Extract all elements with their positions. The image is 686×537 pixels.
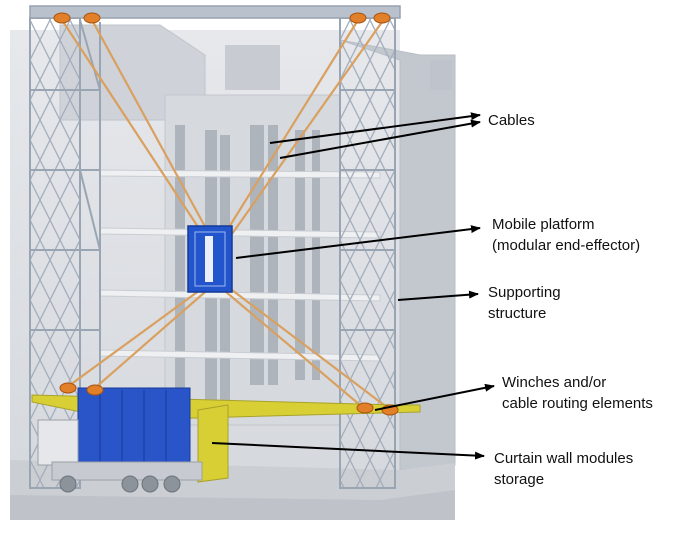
label-mobile-platform-line-2: (modular end-effector) bbox=[492, 237, 641, 254]
label-mobile-platform: Mobile platform (modular end-effector) bbox=[492, 214, 640, 256]
pointer-arrows bbox=[211, 112, 495, 460]
right-tower bbox=[339, 17, 396, 489]
label-curtain-wall-storage-line-1: Curtain wall modules bbox=[494, 450, 634, 467]
label-supporting-structure: Supporting structure bbox=[488, 282, 561, 324]
label-winches-line-2: cable routing elements bbox=[502, 395, 653, 412]
label-supporting-structure-line-2: structure bbox=[488, 305, 547, 322]
truck bbox=[37, 419, 203, 493]
mobile-platform bbox=[187, 225, 233, 293]
label-curtain-wall-storage: Curtain wall modules storage bbox=[494, 448, 633, 490]
label-cables: Cables bbox=[488, 110, 535, 131]
label-curtain-wall-storage-line-2: storage bbox=[494, 471, 545, 488]
label-mobile-platform-line-1: Mobile platform bbox=[492, 216, 595, 233]
winches bbox=[53, 12, 399, 416]
label-cables-line-1: Cables bbox=[488, 112, 535, 129]
label-winches: Winches and/or cable routing elements bbox=[502, 372, 653, 414]
cables bbox=[61, 19, 389, 409]
label-winches-line-1: Winches and/or bbox=[502, 374, 607, 391]
label-supporting-structure-line-1: Supporting bbox=[488, 284, 561, 301]
top-beam bbox=[29, 5, 401, 19]
